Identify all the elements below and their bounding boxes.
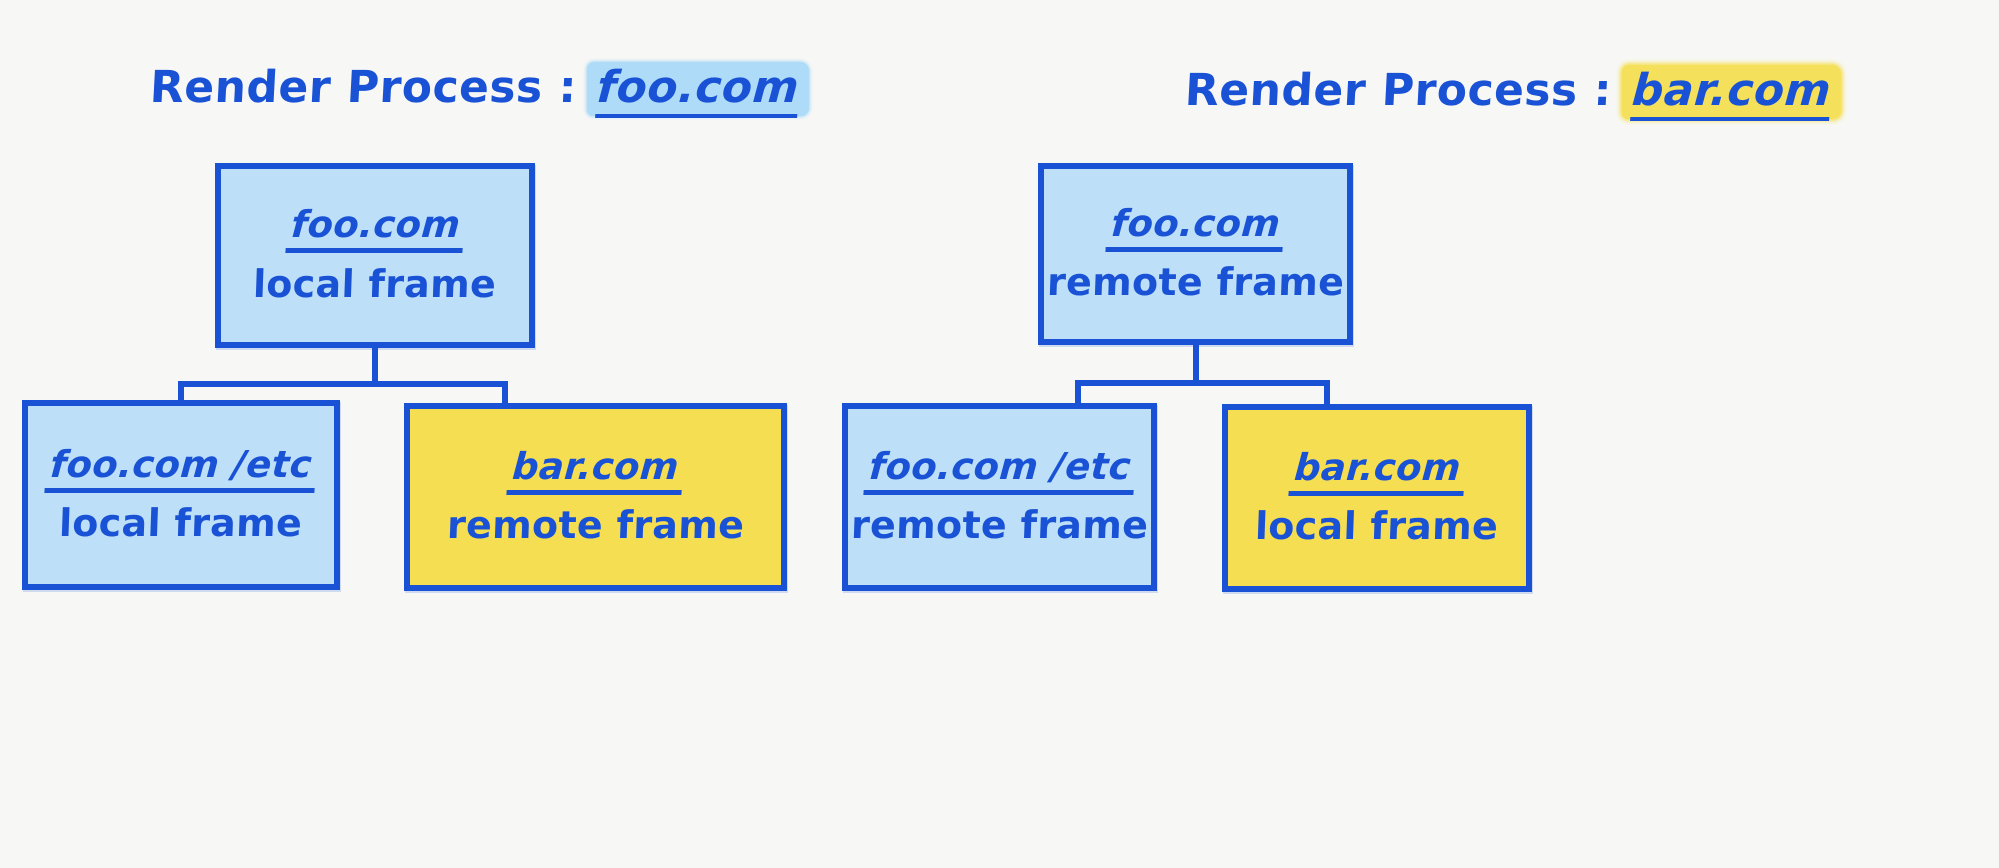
render-process-panel-foo: Render Process : foo.com foo.com local f… — [22, 60, 809, 591]
panel-title-foo: Render Process : foo.com — [148, 60, 809, 122]
frame-domain: foo.com /etc — [863, 445, 1136, 495]
panel-title-bar: Render Process : bar.com — [1183, 63, 1841, 125]
frame-node-root[interactable]: foo.com local frame — [215, 163, 535, 348]
frame-node-child-bar[interactable]: bar.com local frame — [1222, 404, 1532, 592]
frame-kind: remote frame — [446, 503, 745, 548]
connector-bus — [1075, 380, 1330, 386]
frame-node-child-bar[interactable]: bar.com remote frame — [404, 403, 787, 591]
frame-domain: foo.com — [1105, 202, 1286, 252]
frame-kind: remote frame — [850, 503, 1149, 548]
connector-bus — [178, 381, 508, 387]
panel-title-prefix: Render Process : — [148, 62, 579, 113]
connector-drop-right — [502, 381, 508, 406]
frame-node-root[interactable]: foo.com remote frame — [1038, 163, 1353, 345]
connector-root-stem — [1193, 345, 1199, 383]
panel-title-domain: bar.com — [1629, 65, 1833, 121]
connector-drop-right — [1324, 380, 1330, 406]
panel-title-highlight: foo.com — [586, 60, 809, 122]
render-process-panel-bar: Render Process : bar.com foo.com remote … — [842, 0, 1999, 868]
connector-drop-left — [178, 381, 184, 403]
panel-title-highlight: bar.com — [1621, 63, 1841, 125]
frame-kind: local frame — [58, 501, 304, 546]
frame-domain: bar.com — [1288, 446, 1466, 496]
connector-drop-left — [1075, 380, 1081, 405]
panel-title-prefix: Render Process : — [1183, 65, 1614, 116]
connector-root-stem — [372, 348, 378, 384]
frame-domain: foo.com /etc — [44, 443, 318, 493]
frame-kind: remote frame — [1046, 260, 1345, 305]
frame-kind: local frame — [252, 261, 498, 306]
frame-node-child-foo-etc[interactable]: foo.com /etc local frame — [22, 400, 340, 590]
panel-title-domain: foo.com — [594, 62, 801, 118]
frame-domain: foo.com — [284, 203, 466, 253]
frame-domain: bar.com — [506, 445, 685, 495]
frame-node-child-foo-etc[interactable]: foo.com /etc remote frame — [842, 403, 1157, 591]
frame-kind: local frame — [1254, 504, 1500, 549]
